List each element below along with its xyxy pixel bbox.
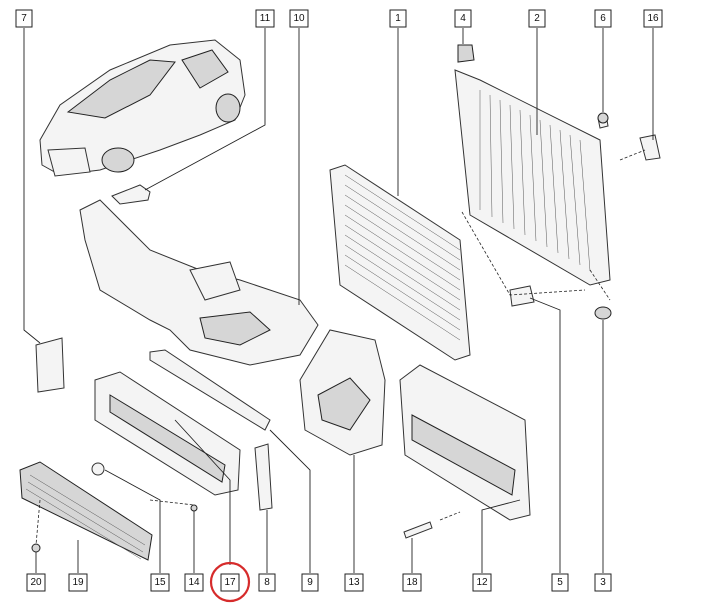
- callout-2[interactable]: 2: [528, 9, 546, 28]
- fastener-part-20: [31, 543, 41, 553]
- svg-text:13: 13: [348, 577, 360, 588]
- callout-17[interactable]: 17: [220, 573, 240, 592]
- grille-frame-illustration: [94, 349, 271, 496]
- callout-14[interactable]: 14: [184, 573, 204, 592]
- svg-text:8: 8: [264, 577, 270, 588]
- svg-text:18: 18: [406, 577, 418, 588]
- svg-text:20: 20: [30, 577, 42, 588]
- callout-19[interactable]: 19: [68, 573, 88, 592]
- screw-part-6: [597, 112, 609, 124]
- callout-18[interactable]: 18: [402, 573, 422, 592]
- svg-text:11: 11: [260, 13, 271, 24]
- leader-lines: [23, 28, 654, 573]
- callout-9[interactable]: 9: [301, 573, 319, 592]
- grille-illustration: [19, 461, 153, 561]
- callout-16[interactable]: 16: [643, 9, 663, 28]
- callout-10[interactable]: 10: [289, 9, 309, 28]
- condenser-illustration: [329, 164, 471, 361]
- callout-13[interactable]: 13: [344, 573, 364, 592]
- bracket-part-11: [111, 184, 151, 205]
- svg-text:14: 14: [188, 577, 200, 588]
- screw-part-18: [403, 521, 433, 539]
- svg-text:10: 10: [293, 13, 305, 24]
- callout-5[interactable]: 5: [551, 573, 569, 592]
- washer-part-15: [91, 462, 105, 476]
- svg-text:16: 16: [647, 13, 659, 24]
- fastener-part-14: [190, 504, 198, 512]
- bracket-part-7: [35, 337, 65, 393]
- front-frame-illustration: [399, 364, 531, 521]
- radiator-illustration: [454, 44, 661, 320]
- callouts-bottom: 20 19 15 14 17 8 9 13: [26, 573, 612, 592]
- svg-text:4: 4: [460, 13, 466, 24]
- svg-text:2: 2: [534, 13, 540, 24]
- svg-text:19: 19: [72, 577, 84, 588]
- clip-part-8: [254, 443, 273, 511]
- svg-text:5: 5: [557, 577, 563, 588]
- svg-text:7: 7: [21, 13, 27, 24]
- svg-text:1: 1: [395, 13, 401, 24]
- callout-20[interactable]: 20: [26, 573, 46, 592]
- callout-12[interactable]: 12: [472, 573, 492, 592]
- callout-8[interactable]: 8: [258, 573, 276, 592]
- air-duct-illustration: [79, 199, 319, 366]
- svg-text:15: 15: [154, 577, 166, 588]
- shroud-duct-illustration: [299, 329, 386, 456]
- svg-text:6: 6: [600, 13, 606, 24]
- callout-15[interactable]: 15: [150, 573, 170, 592]
- callout-6[interactable]: 6: [594, 9, 612, 28]
- svg-text:17: 17: [224, 577, 236, 588]
- svg-text:9: 9: [307, 577, 313, 588]
- car-illustration: [39, 39, 246, 177]
- highlight-circle-17: [209, 561, 251, 603]
- callouts-top: 7 11 10 1 4 2 6 16: [15, 9, 663, 28]
- callout-7[interactable]: 7: [15, 9, 33, 28]
- callout-1[interactable]: 1: [389, 9, 407, 28]
- svg-text:12: 12: [476, 577, 488, 588]
- callout-3[interactable]: 3: [594, 573, 612, 592]
- callout-11[interactable]: 11: [255, 9, 275, 28]
- callout-4[interactable]: 4: [454, 9, 472, 28]
- svg-text:3: 3: [600, 577, 606, 588]
